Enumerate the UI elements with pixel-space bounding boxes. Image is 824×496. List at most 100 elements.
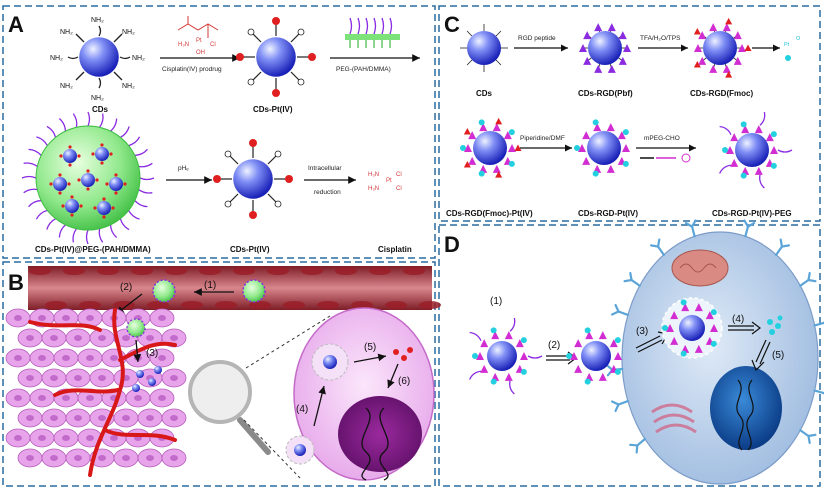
- nh2-label: NH₂: [132, 55, 145, 62]
- step-d4: (4): [732, 314, 744, 325]
- arrow-ph-label: pHₑ: [178, 165, 189, 172]
- tumor-cell: [293, 307, 435, 481]
- step-2: (2): [120, 282, 132, 293]
- blood-vessel: [28, 266, 441, 310]
- cisplatin-iv-structure: H₃N Pt Cl OH: [177, 16, 219, 56]
- cds-rgd-fmoc-pt-particle: [460, 117, 522, 178]
- peg-pah-dmma-icon: [345, 17, 400, 48]
- mpeg-structure: [640, 153, 691, 163]
- svg-text:O: O: [796, 36, 801, 42]
- depegylated-particle: [566, 327, 622, 385]
- arrow-peg-label: PEG-(PAH/DMMA): [336, 66, 391, 73]
- svg-text:Cl: Cl: [396, 172, 402, 178]
- peg-nanoparticle: [21, 111, 155, 245]
- panel-c-border: [438, 5, 821, 222]
- svg-text:H₃N: H₃N: [178, 42, 189, 48]
- golgi-icon: [651, 403, 697, 434]
- cisplatin-label: Cisplatin: [378, 245, 412, 254]
- released-pt-cyan: [767, 315, 783, 335]
- arrow-d3b: [637, 339, 663, 353]
- nh2-label: NH₂: [60, 29, 73, 36]
- step-5: (5): [364, 342, 376, 353]
- arrow-step3: [133, 339, 142, 363]
- nh2-label: NH₂: [91, 95, 104, 102]
- step-4: (4): [296, 404, 308, 415]
- svg-text:Pt: Pt: [784, 42, 790, 48]
- arrow-step4: [313, 385, 326, 427]
- arrow-piperidine-label: Piperidine/DMF: [520, 135, 565, 142]
- nucleus-icon: [710, 366, 782, 450]
- target-cell: [605, 219, 824, 485]
- cds-rgd-pt-peg-label: CDs-RGD-Pt(IV)-PEG: [712, 209, 792, 218]
- cds-rgd-fmoc-label: CDs-RGD(Fmoc): [690, 89, 753, 98]
- cds-pt-particle-released: [213, 139, 293, 219]
- panel-b-letter: B: [8, 270, 24, 295]
- arrow-step5: [353, 353, 387, 363]
- peg-nanoparticle-label: CDs-Pt(IV)@PEG-(PAH/DMMA): [35, 245, 151, 254]
- panel-a-border: [2, 5, 436, 259]
- svg-text:Pt: Pt: [196, 38, 202, 44]
- endosome: [311, 343, 349, 381]
- arrow-d3: [635, 335, 661, 349]
- endosome-d: [661, 297, 723, 359]
- panel-d-border: [438, 224, 821, 487]
- reduction-label-2: reduction: [314, 189, 341, 196]
- released-particles-b: [132, 366, 162, 392]
- arrow-mpeg-label: mPEG-CHO: [644, 135, 680, 142]
- arrow-tfa-label: TFA/H₂O/TPS: [640, 35, 681, 42]
- zoom-lines: [243, 315, 331, 479]
- nanoparticle-in-vessel: [152, 279, 266, 303]
- arrow-cisplatin-label: Cisplatin(IV) prodrug: [162, 66, 222, 73]
- pt-reagent-structure: Pt O: [784, 36, 801, 61]
- arrow-rgd-label: RGD peptide: [518, 35, 556, 42]
- panel-a-letter: A: [8, 12, 24, 37]
- nh2-label: NH₂: [122, 29, 135, 36]
- reduction-label-1: Intracellular: [308, 165, 342, 172]
- tumor-tissue: [5, 308, 187, 468]
- step-3: (3): [146, 348, 158, 359]
- cds-label-c: CDs: [476, 89, 493, 98]
- cds-rgd-pt-particle: [574, 119, 630, 177]
- arrow-step6: [387, 363, 399, 389]
- capillaries: [28, 308, 177, 477]
- svg-text:Cl: Cl: [396, 186, 402, 192]
- nh2-label: NH₂: [60, 83, 73, 90]
- cds-pt-particle: [236, 17, 316, 97]
- arrow-d5: [755, 339, 767, 363]
- panel-d-letter: D: [444, 232, 460, 257]
- step-6: (6): [398, 376, 410, 387]
- svg-text:H₃N: H₃N: [368, 172, 379, 178]
- cds-particle: [67, 25, 131, 89]
- cds-pt-label: CDs-Pt(IV): [253, 105, 293, 114]
- cds-rgd-pt-peg-particle: [719, 111, 793, 189]
- nh2-label: NH₂: [122, 83, 135, 90]
- arrow-d5-head: [751, 359, 765, 372]
- svg-text:Pt: Pt: [386, 178, 392, 184]
- svg-text:OH: OH: [196, 50, 205, 56]
- cds-rgd-pt-label: CDs-RGD-Pt(IV): [578, 209, 638, 218]
- nh2-label: NH₂: [91, 17, 104, 24]
- free-rgd-pt-peg: [469, 317, 543, 395]
- magnifier-icon: [188, 360, 271, 455]
- step-d5: (5): [772, 350, 784, 361]
- cds-pt-label-2: CDs-Pt(IV): [230, 245, 270, 254]
- step-d3: (3): [636, 326, 648, 337]
- cds-label: CDs: [92, 105, 109, 114]
- svg-text:H₃N: H₃N: [368, 186, 379, 192]
- cds-rgd-fmoc-particle: [693, 17, 752, 78]
- incoming-particle: [285, 435, 315, 465]
- arrow-d4-head: [751, 321, 761, 335]
- cds-rgd-pbf-label: CDs-RGD(Pbf): [578, 89, 633, 98]
- step-d2: (2): [548, 340, 560, 351]
- mitochondrion-icon: [671, 249, 729, 287]
- nh2-label: NH₂: [50, 55, 63, 62]
- arrow-d5b: [759, 341, 771, 365]
- pt-drug-dots: [393, 347, 413, 361]
- cds-particle-c: [460, 24, 508, 72]
- nanoparticle-tumor: [126, 318, 146, 338]
- panel-b-border: [2, 261, 436, 487]
- cds-rgd-fmoc-pt-label: CDs-RGD(Fmoc)-Pt(IV): [446, 209, 533, 218]
- svg-text:Cl: Cl: [210, 42, 216, 48]
- step-d1: (1): [490, 296, 502, 307]
